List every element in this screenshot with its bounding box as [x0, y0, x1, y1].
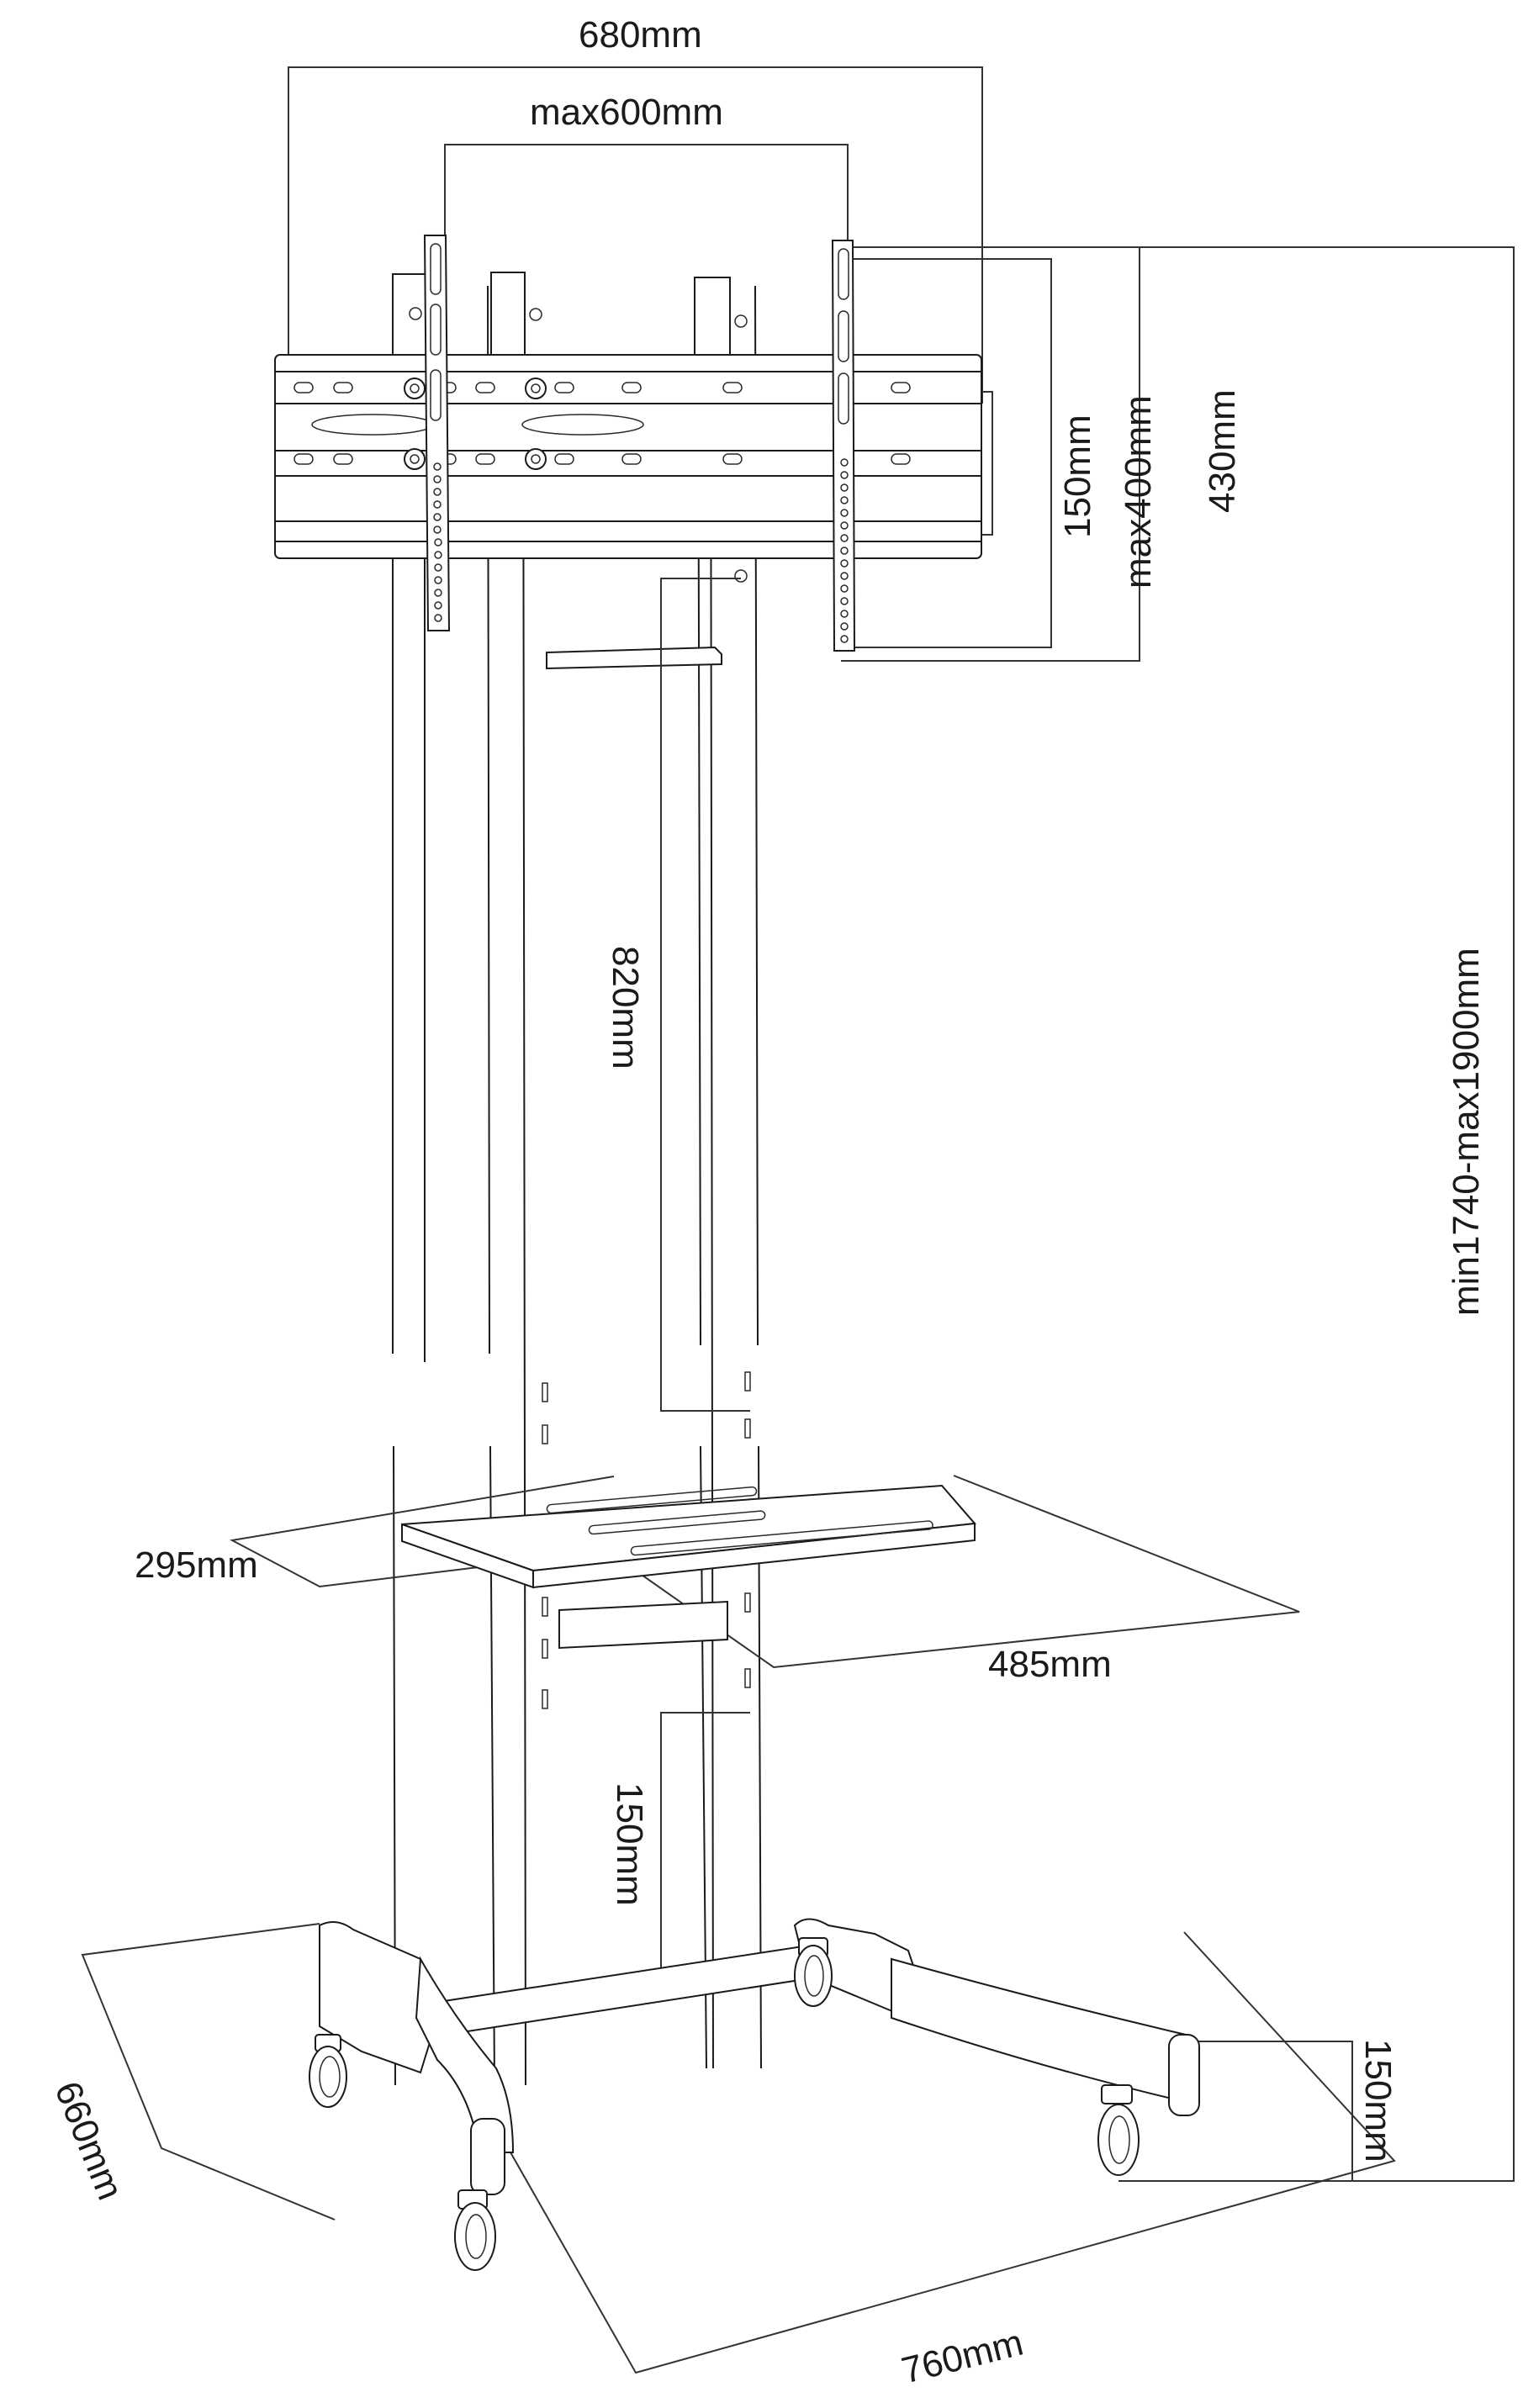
dim-600-lines	[444, 144, 849, 252]
label-430mm: 430mm	[1202, 389, 1243, 513]
vesa-arm-left	[423, 235, 451, 631]
label-rail-150mm: 150mm	[1057, 415, 1098, 538]
label-max600mm: max600mm	[530, 92, 723, 133]
caster-front-center	[454, 2189, 496, 2271]
label-680mm: 680mm	[579, 14, 702, 55]
caster-rear-right	[1097, 2084, 1140, 2176]
label-485mm: 485mm	[988, 1644, 1112, 1685]
base-frame	[81, 1918, 1396, 2374]
cable-cover-upper	[546, 646, 722, 670]
dim-lower150-lines	[660, 1712, 750, 1967]
label-base-150mm: 150mm	[1357, 2039, 1399, 2162]
av-shelf	[229, 1475, 1300, 1669]
caster-front-left	[309, 2034, 347, 2108]
label-overall-height: min1740-max1900mm	[1446, 948, 1487, 1316]
dim-680-lines	[288, 66, 983, 404]
dim-820-lines	[660, 578, 750, 1412]
mount-rail	[274, 354, 982, 559]
dim-right-lines	[841, 246, 1515, 2182]
caster-rear-center	[794, 1937, 833, 2007]
label-820mm: 820mm	[605, 946, 646, 1069]
label-max400mm: max400mm	[1118, 395, 1159, 589]
label-lower-150mm: 150mm	[609, 1782, 650, 1906]
label-295mm: 295mm	[135, 1545, 258, 1586]
vesa-arm-right	[831, 240, 856, 652]
